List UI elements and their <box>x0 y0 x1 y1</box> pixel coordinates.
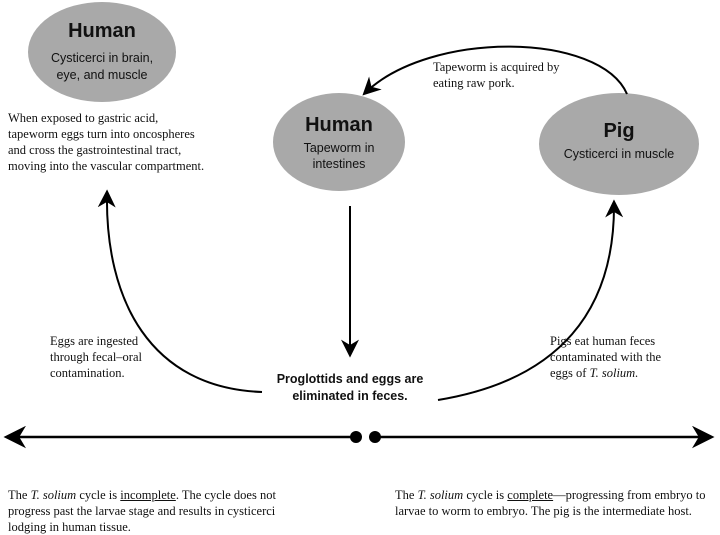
pig-title: Pig <box>603 120 634 142</box>
human-center-line2: intestines <box>313 157 366 171</box>
human-left-ellipse <box>28 2 176 102</box>
species-name: T. solium. <box>589 366 639 380</box>
human-center-line1: Tapeworm in <box>304 141 375 155</box>
eliminated-caption: Proglottids and eggs are eliminated in f… <box>276 372 424 403</box>
ingested-annotation: Eggs are ingested through fecal–oral con… <box>50 334 142 380</box>
pig-ellipse <box>539 93 699 195</box>
gastric-annotation: When exposed to gastric acid, tapeworm e… <box>8 111 205 173</box>
footer-complete: The T. solium cycle is complete—progress… <box>395 488 706 518</box>
arrow-feces-to-pig <box>437 199 624 401</box>
human-center-ellipse <box>273 93 405 191</box>
human-center-title: Human <box>305 114 373 136</box>
footer-incomplete: The T. solium cycle is incomplete. The c… <box>8 488 276 534</box>
pig-line1: Cysticerci in muscle <box>564 147 674 161</box>
acquired-annotation: Tapeworm is acquired by eating raw pork. <box>433 60 560 90</box>
pigs-eat-annotation: Pigs eat human feces contaminated with t… <box>550 334 662 380</box>
human-left-line1: Cysticerci in brain, <box>51 51 153 65</box>
human-left-line2: eye, and muscle <box>56 68 147 82</box>
timeline-dot-left <box>350 431 362 443</box>
human-left-title: Human <box>68 20 136 42</box>
arrow-feces-to-human-left <box>97 189 263 393</box>
timeline-dot-right <box>369 431 381 443</box>
arrow-pig-to-human <box>362 45 628 96</box>
